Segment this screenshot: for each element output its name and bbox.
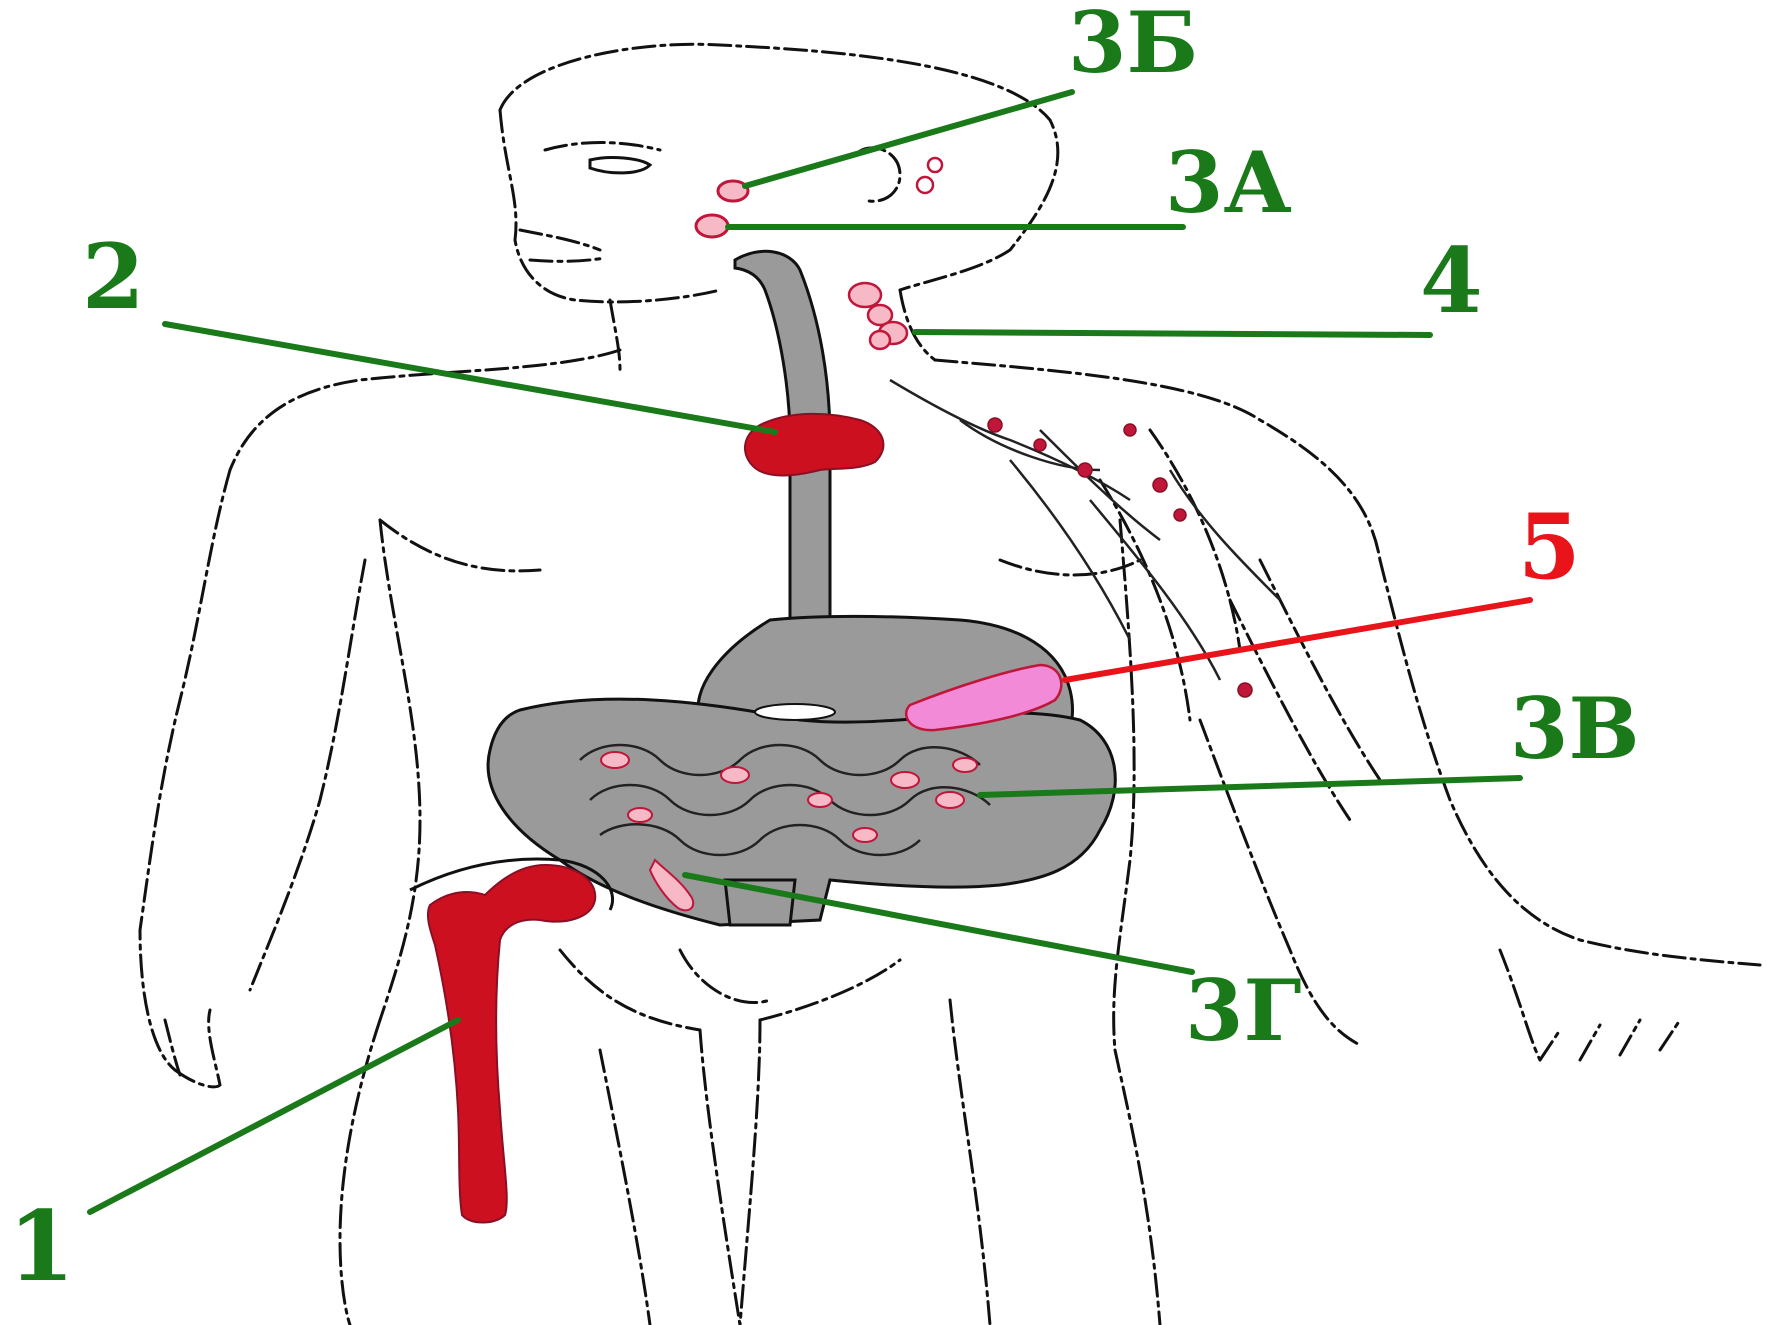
pointer-line-5 xyxy=(1065,600,1530,680)
lymph-nodes-ear xyxy=(917,158,942,193)
bone-marrow-femur xyxy=(428,865,595,1223)
pointer-line-2 xyxy=(165,324,775,432)
lymph-nodes-cervical xyxy=(849,283,907,349)
label-5: 5 xyxy=(1518,494,1581,600)
thymus xyxy=(745,414,883,476)
label-3b: 3Б xyxy=(1068,0,1198,92)
stomach-highlight xyxy=(755,704,835,720)
label-3a: 3А xyxy=(1165,133,1292,232)
label-4: 4 xyxy=(1420,228,1483,334)
pointer-line-3b xyxy=(745,92,1072,186)
tonsil-palatine xyxy=(696,215,728,237)
label-2: 2 xyxy=(82,224,145,330)
pointer-line-1 xyxy=(90,1020,458,1212)
pointer-line-4 xyxy=(915,332,1430,335)
label-1: 1 xyxy=(8,1190,75,1303)
label-3g: 3Г xyxy=(1185,961,1301,1060)
label-3v: 3В xyxy=(1510,679,1639,778)
